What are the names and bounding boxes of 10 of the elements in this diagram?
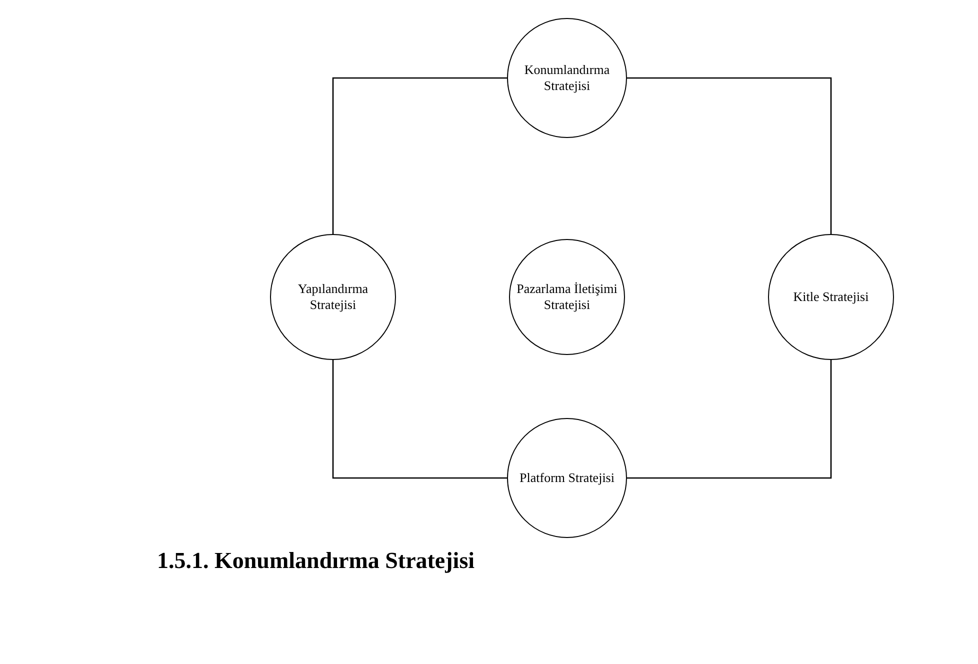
node-text: Pazarlama İletişimi Stratejisi <box>516 280 618 314</box>
connector-line <box>332 77 507 234</box>
node-text: Yapılandırma Stratejisi <box>296 280 370 314</box>
node-text: Kitle Stratejisi <box>792 288 870 306</box>
node-text: Platform Stratejisi <box>518 470 616 486</box>
section-heading: 1.5.1. Konumlandırma Stratejisi <box>157 548 475 574</box>
connector-line <box>627 77 832 234</box>
connector-line <box>627 360 832 479</box>
node-text: Konumlandırma Stratejisi <box>523 62 611 94</box>
connector-line <box>332 360 507 479</box>
